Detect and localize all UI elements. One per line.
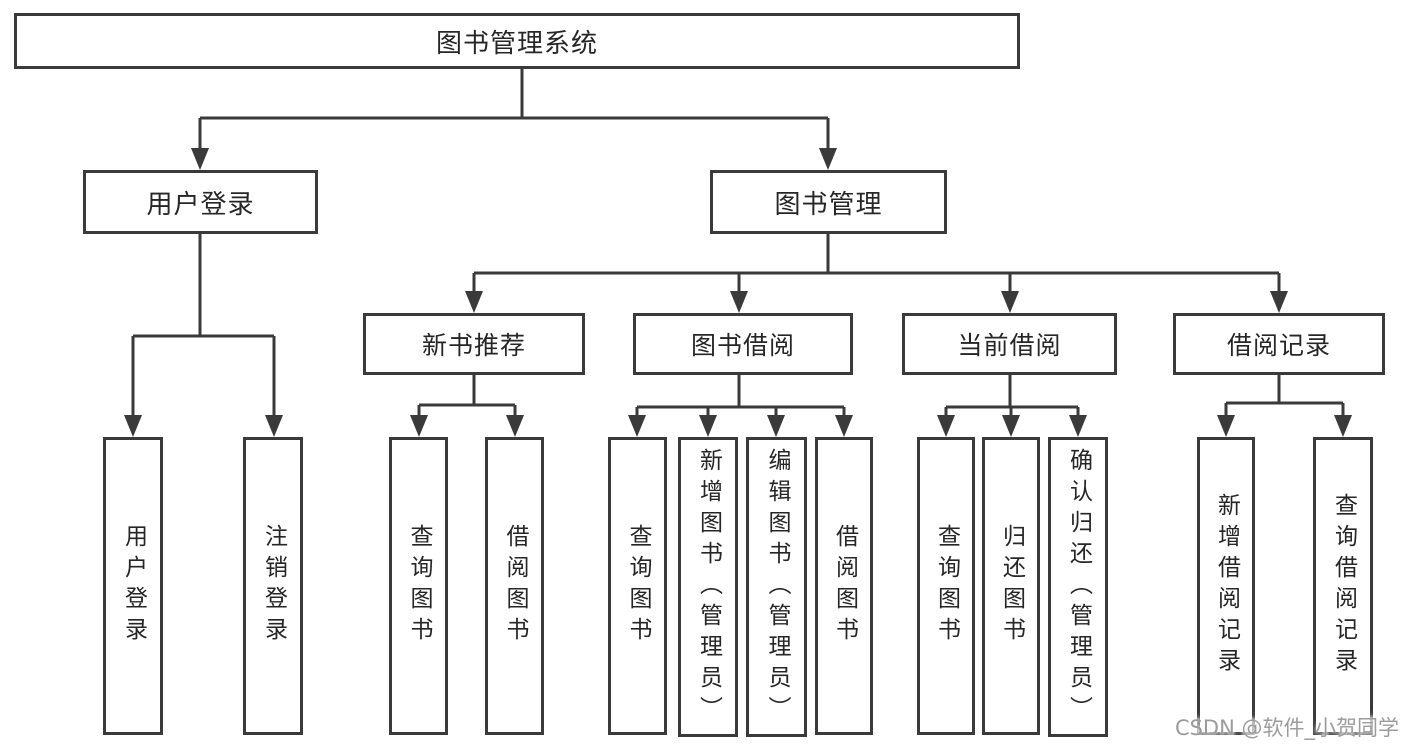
node-new-book-recommend-label: 新书推荐 [421,331,526,360]
leaf-borrow-books-2: 借阅图书 [815,437,873,735]
leaf-return-books: 归还图书 [982,437,1040,735]
leaf-user-login: 用户登录 [103,437,163,735]
leaf-query-borrow-record-label: 查询借阅记录 [1330,493,1357,679]
leaf-logout-label: 注销登录 [260,524,287,648]
leaf-borrow-books-1-label: 借阅图书 [502,524,528,648]
leaf-query-books-1-label: 查询图书 [406,524,432,648]
node-root: 图书管理系统 [14,13,1020,69]
leaf-edit-books-admin-label: 编辑图书（管理员） [764,447,790,727]
leaf-confirm-return-admin-label: 确认归还（管理员） [1065,447,1092,727]
node-root-label: 图书管理系统 [435,28,598,59]
node-current-borrowing: 当前借阅 [902,313,1117,375]
leaf-query-books-3-label: 查询图书 [933,524,960,648]
leaf-add-borrow-record-label: 新增借阅记录 [1213,493,1240,679]
leaf-query-books-3: 查询图书 [917,437,975,735]
node-borrowing-records: 借阅记录 [1173,313,1385,375]
node-book-management-label: 图书管理 [774,189,883,220]
node-book-borrowing: 图书借阅 [633,313,853,375]
leaf-query-books-2-label: 查询图书 [625,524,651,648]
leaf-confirm-return-admin: 确认归还（管理员） [1048,437,1108,737]
leaf-add-books-admin: 新增图书（管理员） [678,437,738,737]
node-book-management: 图书管理 [710,170,947,234]
leaf-add-borrow-record: 新增借阅记录 [1197,437,1255,735]
csdn-watermark: CSDN @软件_小贺同学 [1174,716,1399,740]
leaf-logout: 注销登录 [243,437,303,735]
node-borrowing-records-label: 借阅记录 [1226,331,1331,360]
node-book-borrowing-label: 图书借阅 [690,331,795,360]
leaf-edit-books-admin: 编辑图书（管理员） [746,437,807,737]
node-current-borrowing-label: 当前借阅 [957,331,1062,360]
leaf-query-borrow-record: 查询借阅记录 [1313,437,1373,735]
leaf-borrow-books-1: 借阅图书 [485,437,544,735]
leaf-user-login-label: 用户登录 [120,524,147,648]
node-user-login-label: 用户登录 [146,189,255,220]
leaf-return-books-label: 归还图书 [998,524,1025,648]
leaf-add-books-admin-label: 新增图书（管理员） [695,447,722,727]
leaf-borrow-books-2-label: 借阅图书 [831,524,858,648]
leaf-query-books-2: 查询图书 [608,437,667,735]
node-user-login: 用户登录 [83,170,318,234]
node-new-book-recommend: 新书推荐 [363,313,585,375]
leaf-query-books-1: 查询图书 [389,437,448,735]
